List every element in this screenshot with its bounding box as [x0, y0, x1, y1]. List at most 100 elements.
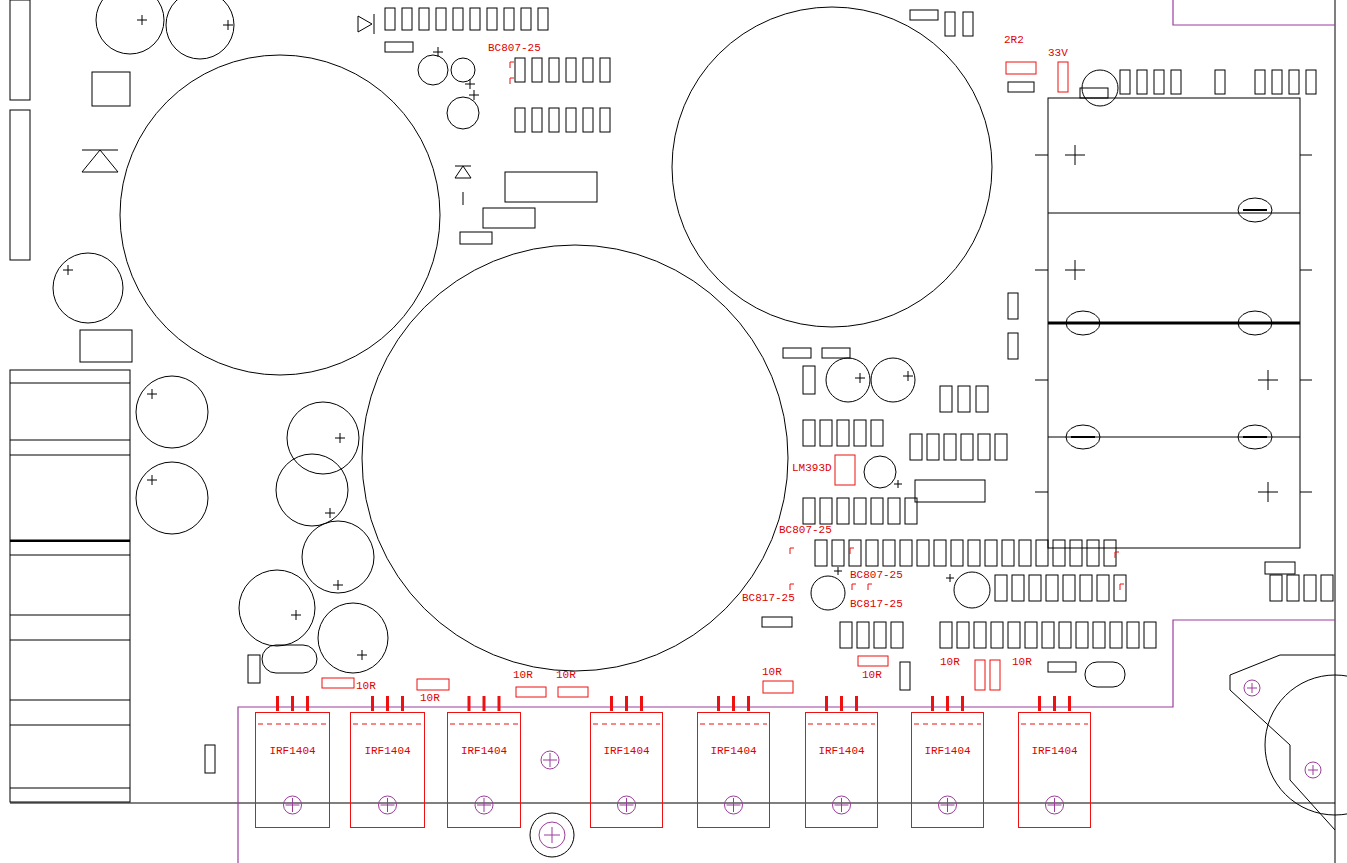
resistor-footprint	[1006, 62, 1036, 74]
smd-component	[927, 434, 939, 460]
transistor-footprint	[1120, 584, 1124, 590]
electrolytic-capacitor	[287, 402, 359, 474]
transistor-lead	[1071, 322, 1095, 324]
screw-hole	[379, 796, 397, 814]
smd-component	[566, 108, 576, 132]
smd-component	[968, 540, 980, 566]
transistor-footprint	[852, 584, 856, 590]
smd-component	[1087, 540, 1099, 566]
mosfet-footprint: IRF1404	[1018, 712, 1091, 828]
part-label: 2R2	[1004, 34, 1024, 46]
tab-line	[450, 724, 518, 725]
smd-component	[1171, 70, 1181, 94]
polarity-mark	[1054, 798, 1055, 812]
electrolytic-capacitor	[276, 454, 348, 526]
smd-component	[1110, 622, 1122, 648]
part-label: BC817-25	[742, 592, 795, 604]
smd-pad	[10, 0, 30, 100]
electrolytic-capacitor	[418, 55, 448, 85]
smd-component	[1053, 540, 1065, 566]
polarity-mark	[470, 79, 471, 89]
smd-component	[1287, 575, 1299, 601]
smd-component	[521, 8, 531, 30]
smd-component	[436, 8, 446, 30]
electrolytic-capacitor	[451, 58, 475, 82]
transistor-footprint	[1115, 552, 1119, 558]
polarity-mark	[438, 47, 439, 57]
part-label: 10R	[862, 669, 882, 681]
board-line	[1035, 380, 1048, 381]
smd-pad	[460, 232, 492, 244]
keepout-outline	[238, 620, 1335, 863]
smd-pad	[483, 208, 535, 228]
screw-hole	[618, 796, 636, 814]
polarity-mark	[228, 20, 229, 30]
smd-component	[917, 540, 929, 566]
polarity-mark	[68, 265, 69, 275]
mosfet-pin	[1068, 696, 1071, 711]
smd-component	[566, 58, 576, 82]
tab-line	[808, 724, 875, 725]
polarity-mark	[292, 798, 293, 812]
part-label: BC807-25	[488, 42, 541, 54]
mosfet-pin	[468, 696, 471, 711]
smd-component	[857, 622, 869, 648]
board-line	[1300, 492, 1312, 493]
keepout-outline	[1173, 0, 1335, 25]
transistor-footprint	[510, 62, 514, 68]
tab-line	[700, 724, 767, 725]
smd-component	[803, 420, 815, 446]
smd-component	[871, 498, 883, 524]
screw-hole	[1244, 680, 1260, 696]
mosfet-pin	[840, 696, 843, 711]
polarity-mark	[142, 15, 143, 25]
part-label: 10R	[420, 692, 440, 704]
smd-pad	[205, 745, 215, 773]
mosfet-pin	[483, 696, 486, 711]
screw-hole	[475, 796, 493, 814]
to92-transistor	[1066, 311, 1100, 335]
smd-component	[1059, 622, 1071, 648]
to92-transistor	[1238, 198, 1272, 222]
smd-component	[1272, 70, 1282, 94]
smd-component	[883, 540, 895, 566]
polarity-mark	[1313, 765, 1314, 775]
heatsink-fin	[10, 788, 130, 789]
smd-component	[1063, 575, 1075, 601]
smd-component	[1019, 540, 1031, 566]
ic-footprint	[835, 455, 855, 485]
electrolytic-capacitor	[871, 358, 915, 402]
smd-component	[1127, 622, 1139, 648]
polarity-mark	[330, 508, 331, 518]
screw-hole	[939, 796, 957, 814]
heatsink-fin	[10, 540, 130, 541]
smd-component	[957, 622, 969, 648]
smd-component	[1289, 70, 1299, 94]
smd-pad	[1048, 662, 1076, 672]
tab-line	[593, 724, 660, 725]
mosfet-pin	[732, 696, 735, 711]
mosfet-pin	[640, 696, 643, 711]
mosfet-pin	[825, 696, 828, 711]
transistor-footprint	[790, 584, 794, 590]
smd-component	[874, 622, 886, 648]
polarity-mark	[1252, 683, 1253, 693]
electrolytic-capacitor	[447, 97, 479, 129]
polarity-mark	[626, 798, 627, 812]
polarity-mark	[474, 90, 475, 100]
smd-component	[583, 58, 593, 82]
smd-component	[532, 108, 542, 132]
smd-component	[600, 58, 610, 82]
electrolytic-capacitor	[302, 521, 374, 593]
mosfet-pin	[717, 696, 720, 711]
tab-line	[914, 724, 981, 725]
power-device-can	[1265, 675, 1347, 815]
electrolytic-capacitor	[864, 456, 896, 488]
board-line	[463, 192, 464, 205]
smd-component	[1080, 575, 1092, 601]
polarity-mark	[340, 433, 341, 443]
smd-component	[815, 540, 827, 566]
part-label: 10R	[762, 666, 782, 678]
transistor-lead	[1243, 436, 1267, 438]
